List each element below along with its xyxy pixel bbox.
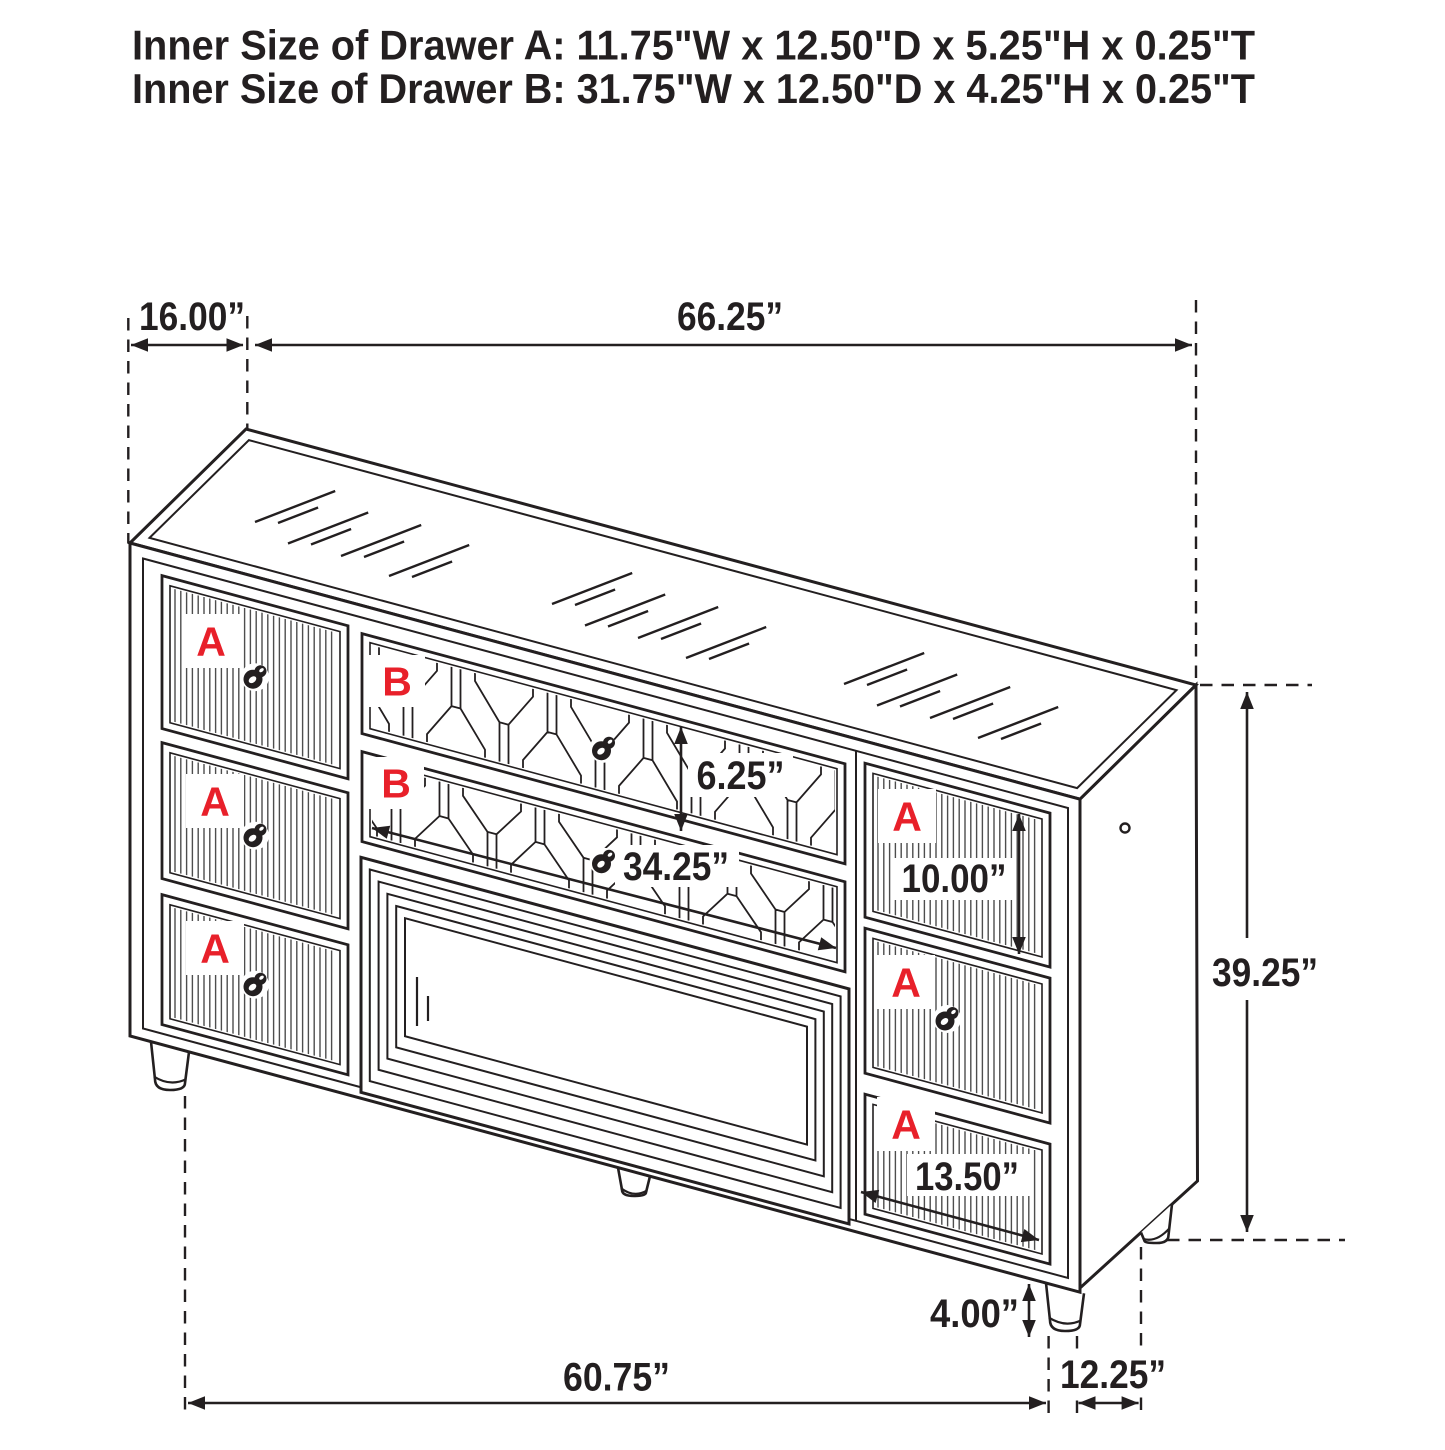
svg-text:39.25”: 39.25” bbox=[1212, 951, 1318, 995]
svg-text:66.25”: 66.25” bbox=[677, 295, 783, 339]
svg-text:Inner Size of Drawer A: 11.75": Inner Size of Drawer A: 11.75"W x 12.50"… bbox=[132, 22, 1255, 69]
svg-text:A: A bbox=[892, 794, 922, 840]
svg-text:A: A bbox=[891, 1102, 921, 1148]
svg-text:10.00”: 10.00” bbox=[902, 857, 1007, 901]
svg-text:B: B bbox=[381, 761, 411, 807]
svg-text:60.75”: 60.75” bbox=[563, 1356, 670, 1400]
svg-text:A: A bbox=[891, 960, 921, 1006]
svg-text:A: A bbox=[200, 926, 230, 972]
svg-text:34.25”: 34.25” bbox=[623, 845, 729, 889]
svg-text:Inner Size of Drawer B: 31.75": Inner Size of Drawer B: 31.75"W x 12.50"… bbox=[132, 65, 1255, 112]
svg-text:16.00”: 16.00” bbox=[139, 295, 245, 339]
svg-text:B: B bbox=[382, 659, 412, 705]
svg-text:13.50”: 13.50” bbox=[915, 1155, 1019, 1199]
svg-text:6.25”: 6.25” bbox=[697, 754, 785, 798]
svg-text:A: A bbox=[196, 619, 226, 665]
svg-text:4.00”: 4.00” bbox=[930, 1292, 1019, 1336]
svg-text:12.25”: 12.25” bbox=[1060, 1353, 1166, 1397]
svg-text:A: A bbox=[200, 779, 230, 825]
